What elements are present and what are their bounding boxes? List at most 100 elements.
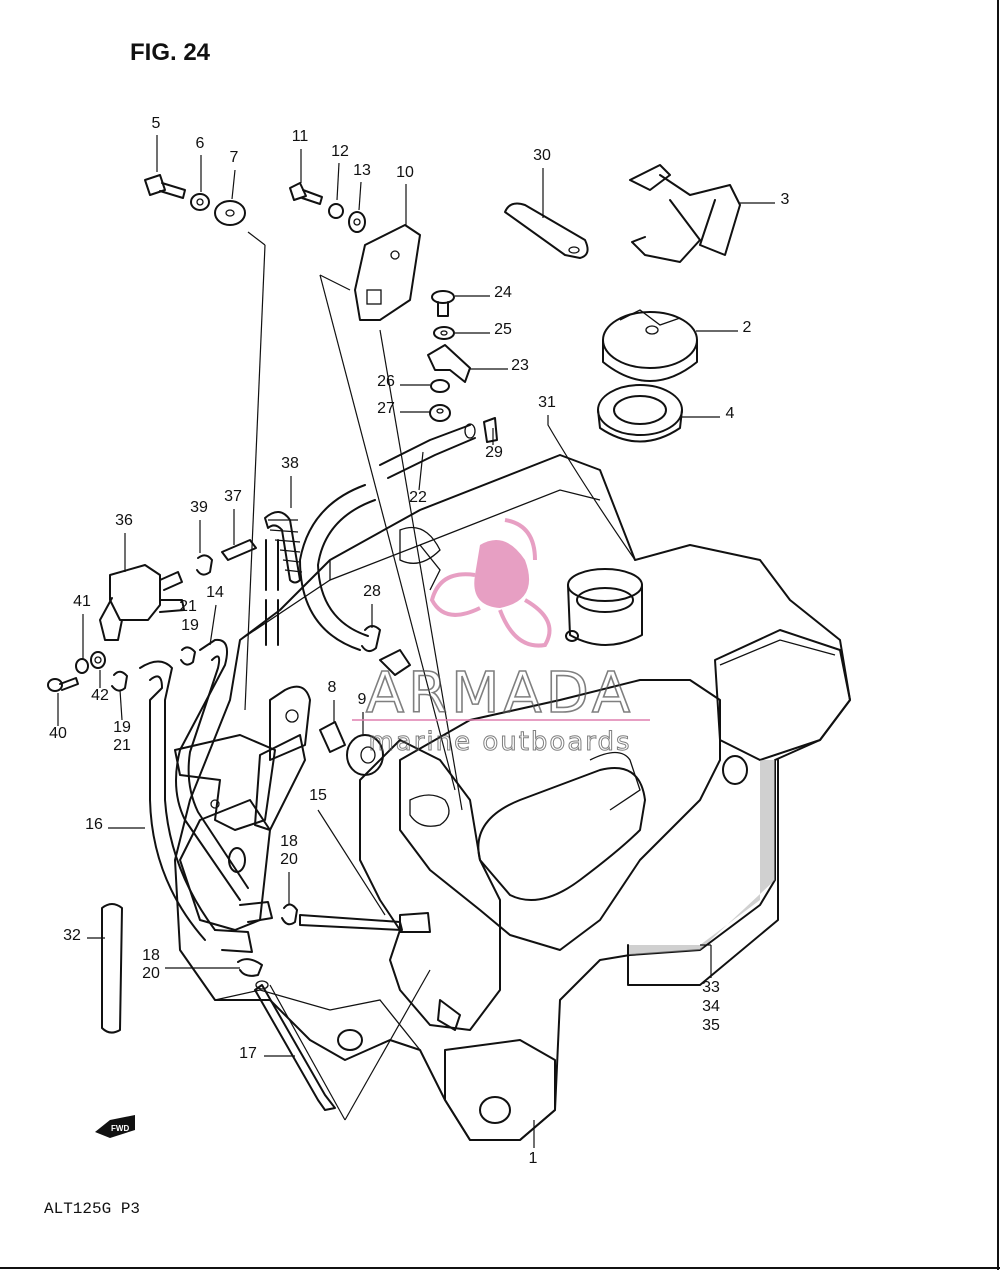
callout-c17: 17 bbox=[239, 1045, 257, 1062]
callout-c39: 39 bbox=[190, 499, 208, 516]
clip-18-20-upper bbox=[281, 903, 298, 926]
callout-c32: 32 bbox=[63, 927, 81, 944]
callout-c20a: 20 bbox=[280, 851, 298, 868]
drain-hose-17 bbox=[254, 980, 336, 1111]
fwd-arrow-icon: FWD bbox=[95, 1115, 135, 1138]
decal-stipple bbox=[627, 759, 779, 986]
callout-c13: 13 bbox=[353, 162, 371, 179]
callout-c29: 29 bbox=[485, 444, 503, 461]
pin-29 bbox=[483, 417, 498, 443]
callout-c34: 34 bbox=[702, 998, 720, 1015]
callout-c3: 3 bbox=[781, 191, 790, 208]
breather-hose bbox=[299, 484, 376, 651]
washer-25 bbox=[433, 326, 455, 340]
fuel-cock-36 bbox=[99, 564, 185, 641]
figure-title: FIG. 24 bbox=[130, 39, 211, 66]
clip-19-upper bbox=[180, 646, 196, 666]
callout-c21a: 21 bbox=[179, 598, 197, 615]
washer-41 bbox=[75, 658, 89, 674]
clip-19-21 bbox=[111, 670, 128, 692]
washer-42 bbox=[90, 651, 106, 669]
hose-clip-28 bbox=[361, 625, 381, 652]
callout-c26: 26 bbox=[377, 373, 395, 390]
callout-c40: 40 bbox=[49, 725, 67, 742]
callout-c20b: 20 bbox=[142, 965, 160, 982]
vent-hose-22 bbox=[379, 423, 476, 479]
callout-c9: 9 bbox=[358, 691, 367, 708]
callout-c31: 31 bbox=[538, 394, 556, 411]
callout-c18a: 18 bbox=[280, 833, 298, 850]
hose-32 bbox=[101, 903, 123, 1034]
callout-c37: 37 bbox=[224, 488, 242, 505]
washer-12 bbox=[328, 203, 344, 219]
callout-c28: 28 bbox=[363, 583, 381, 600]
leader-lines bbox=[57, 135, 775, 1148]
callout-c16: 16 bbox=[85, 816, 103, 833]
nut-26 bbox=[430, 379, 450, 393]
callout-c10: 10 bbox=[396, 164, 414, 181]
fuel-hose-16 bbox=[139, 660, 253, 953]
fuel-hose-14 bbox=[175, 638, 273, 923]
washer-7 bbox=[214, 200, 246, 226]
callout-c38: 38 bbox=[281, 455, 299, 472]
callout-c1: 1 bbox=[529, 1150, 538, 1167]
washer-13 bbox=[348, 211, 366, 233]
callout-c6: 6 bbox=[196, 135, 205, 152]
callout-c41: 41 bbox=[73, 593, 91, 610]
hose-guide-bracket bbox=[174, 734, 276, 831]
washer-6 bbox=[190, 193, 210, 211]
short-pipe bbox=[265, 539, 279, 646]
bolt-11 bbox=[289, 182, 323, 205]
callout-c5: 5 bbox=[152, 115, 161, 132]
diagram-footer: ALT125G P3 bbox=[44, 1200, 140, 1218]
hose-37 bbox=[221, 539, 257, 561]
clamp-23 bbox=[427, 344, 471, 383]
callout-c24: 24 bbox=[494, 284, 512, 301]
callout-c4: 4 bbox=[726, 405, 735, 422]
callout-c19a: 19 bbox=[181, 617, 199, 634]
mount-bracket bbox=[354, 224, 421, 321]
fwd-label: FWD bbox=[111, 1124, 129, 1133]
callout-c7: 7 bbox=[230, 149, 239, 166]
clip-39 bbox=[196, 554, 213, 576]
callout-c25: 25 bbox=[494, 321, 512, 338]
watermark-tagline: marine outboards bbox=[368, 727, 631, 757]
callout-c22: 22 bbox=[409, 489, 427, 506]
fuel-cap bbox=[602, 309, 698, 382]
callout-c18b: 18 bbox=[142, 947, 160, 964]
collar-8 bbox=[319, 721, 346, 753]
callout-c23: 23 bbox=[511, 357, 529, 374]
cap-gasket bbox=[597, 384, 683, 443]
retaining-strap bbox=[504, 202, 589, 259]
callout-c8: 8 bbox=[328, 679, 337, 696]
callout-c15: 15 bbox=[309, 787, 327, 804]
callout-c35: 35 bbox=[702, 1017, 720, 1034]
callout-c21b: 21 bbox=[113, 737, 131, 754]
callout-c27: 27 bbox=[377, 400, 395, 417]
clip-18-20-lower bbox=[237, 958, 263, 977]
callout-c14: 14 bbox=[206, 584, 224, 601]
callout-c11: 11 bbox=[292, 128, 309, 145]
nut-27 bbox=[429, 404, 451, 422]
screw-24 bbox=[431, 290, 455, 317]
spring-hose-38 bbox=[264, 511, 303, 584]
tank-bracket bbox=[254, 685, 311, 831]
callout-c33: 33 bbox=[702, 979, 720, 996]
grommet-9 bbox=[346, 734, 384, 776]
armada-watermark: ARMADA marine outboards bbox=[352, 518, 650, 758]
callout-c19b: 19 bbox=[113, 719, 131, 736]
screw-40 bbox=[47, 677, 79, 692]
bolt-5 bbox=[144, 174, 186, 199]
callout-c36: 36 bbox=[115, 512, 133, 529]
watermark-brand: ARMADA bbox=[366, 661, 634, 726]
propeller-logo-icon bbox=[474, 540, 530, 608]
fuel-tank bbox=[174, 454, 851, 1141]
callout-c42: 42 bbox=[91, 687, 109, 704]
callout-c30: 30 bbox=[533, 147, 551, 164]
callout-c2: 2 bbox=[743, 319, 752, 336]
spring-clip bbox=[629, 164, 741, 263]
callout-c12: 12 bbox=[331, 143, 349, 160]
